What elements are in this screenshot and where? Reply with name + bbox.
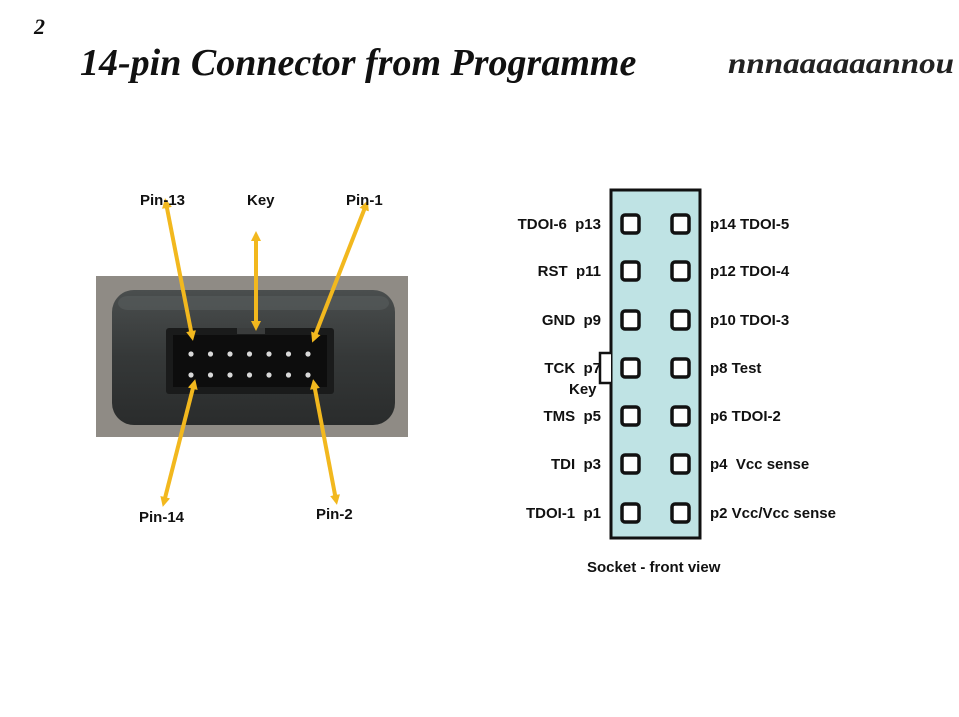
socket-right-pin-label: p12 TDOI-4 xyxy=(710,263,790,280)
page-number: 2 xyxy=(34,14,45,39)
photo-pin xyxy=(266,372,272,378)
arrow-pin-13 xyxy=(162,198,196,341)
label-pin-2: Pin-2 xyxy=(316,506,353,523)
socket-pin-left xyxy=(620,502,641,524)
socket-pin-left xyxy=(620,309,641,331)
socket-diagram xyxy=(598,188,702,540)
arrow-pin-14 xyxy=(160,379,198,507)
label-key: Key xyxy=(247,192,275,209)
connector-photo xyxy=(96,276,408,437)
photo-pin xyxy=(207,351,214,357)
socket-pin-right xyxy=(670,260,691,282)
photo-pin xyxy=(188,372,194,378)
label-pin-1: Pin-1 xyxy=(346,192,383,209)
smeared-tail-text: nnnaaaaaannou xyxy=(728,47,954,80)
photo-pin xyxy=(246,351,253,357)
socket-pin-left xyxy=(620,405,641,427)
socket-right-pin-label: p4 Vcc sense xyxy=(710,456,809,473)
arrow-pin-2 xyxy=(310,379,340,505)
photo-pin xyxy=(188,351,194,357)
socket-key-label: Key xyxy=(569,381,597,398)
socket-right-pin-label: p6 TDOI-2 xyxy=(710,408,781,425)
socket-pin-right xyxy=(670,502,691,524)
socket-right-pin-label: p2 Vcc/Vcc sense xyxy=(710,505,836,522)
socket-left-pin-label: GND p9 xyxy=(542,312,601,329)
title-smeared-tail: nnnaaaaaannou xyxy=(728,46,956,80)
arrow-pin-1 xyxy=(311,200,369,343)
label-pin-13: Pin-13 xyxy=(140,192,185,209)
photo-pin xyxy=(305,372,311,378)
photo-pin xyxy=(285,351,292,357)
socket-left-pin-label: TDOI-6 p13 xyxy=(518,216,601,233)
socket-pin-left xyxy=(620,357,641,379)
photo-pin xyxy=(227,351,233,357)
socket-pin-right xyxy=(670,357,691,379)
photo-pin xyxy=(246,372,253,378)
socket-left-pin-label: TCK p7 xyxy=(544,360,601,377)
socket-right-pin-label: p10 TDOI-3 xyxy=(710,312,789,329)
label-pin-14: Pin-14 xyxy=(139,509,185,526)
socket-pin-grid xyxy=(620,213,691,524)
socket-pin-right xyxy=(670,213,691,235)
socket-left-pin-label: RST p11 xyxy=(538,263,601,280)
socket-pin-right xyxy=(670,309,691,331)
socket-pin-right xyxy=(670,405,691,427)
socket-right-pin-label: p14 TDOI-5 xyxy=(710,216,789,233)
photo-pin xyxy=(285,372,292,378)
socket-left-pin-label: TMS p5 xyxy=(543,408,601,425)
page-title: 14-pin Connector from Programme xyxy=(80,40,955,86)
connector-key-notch xyxy=(237,328,265,334)
socket-pin-right xyxy=(670,453,691,475)
smeared-tail-graphic: nnnaaaaaannou xyxy=(728,47,954,80)
socket-right-pin-label: p8 Test xyxy=(710,360,761,377)
connector-highlight xyxy=(118,296,389,310)
socket-caption: Socket - front view xyxy=(587,559,721,576)
photo-pin xyxy=(305,351,311,357)
socket-left-pin-label: TDI p3 xyxy=(551,456,601,473)
connector-cavity xyxy=(173,335,327,387)
socket-pin-left xyxy=(620,453,641,475)
title-text: 14-pin Connector from Programme xyxy=(80,42,637,84)
photo-arrows xyxy=(160,198,369,507)
photo-pin-grid xyxy=(188,351,311,378)
photo-pin xyxy=(207,372,214,378)
socket-left-pin-label: TDOI-1 p1 xyxy=(526,505,601,522)
socket-pin-left xyxy=(620,260,641,282)
photo-pin xyxy=(266,351,272,357)
socket-pin-left xyxy=(620,213,641,235)
photo-pin xyxy=(227,372,233,378)
right-pin-labels: p14 TDOI-5 p12 TDOI-4 p10 TDOI-3 p8 Test p6 … xyxy=(710,216,836,522)
socket-key-tab xyxy=(598,351,611,385)
